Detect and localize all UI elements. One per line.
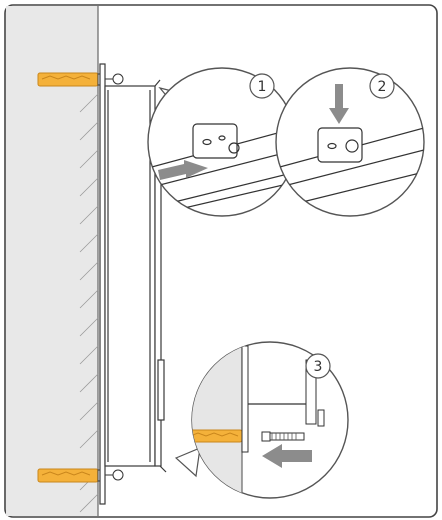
screw-icon — [261, 431, 305, 442]
step-number-2: 2 — [378, 79, 387, 95]
detail-callout-1: 1 — [147, 67, 297, 217]
push-arrow-1 — [158, 160, 208, 180]
step-number-1: 1 — [258, 79, 267, 95]
step-badge-1 — [249, 73, 275, 99]
step-badge-2 — [369, 73, 395, 99]
detail-callout-2: 2 — [275, 67, 425, 217]
step-number-3: 3 — [314, 359, 323, 375]
wall-hatching — [79, 93, 99, 513]
device-side-view — [99, 63, 167, 505]
step-badge-3 — [305, 353, 331, 379]
wall — [6, 6, 99, 516]
push-arrow-3 — [262, 444, 312, 468]
push-arrow-2 — [329, 84, 349, 124]
